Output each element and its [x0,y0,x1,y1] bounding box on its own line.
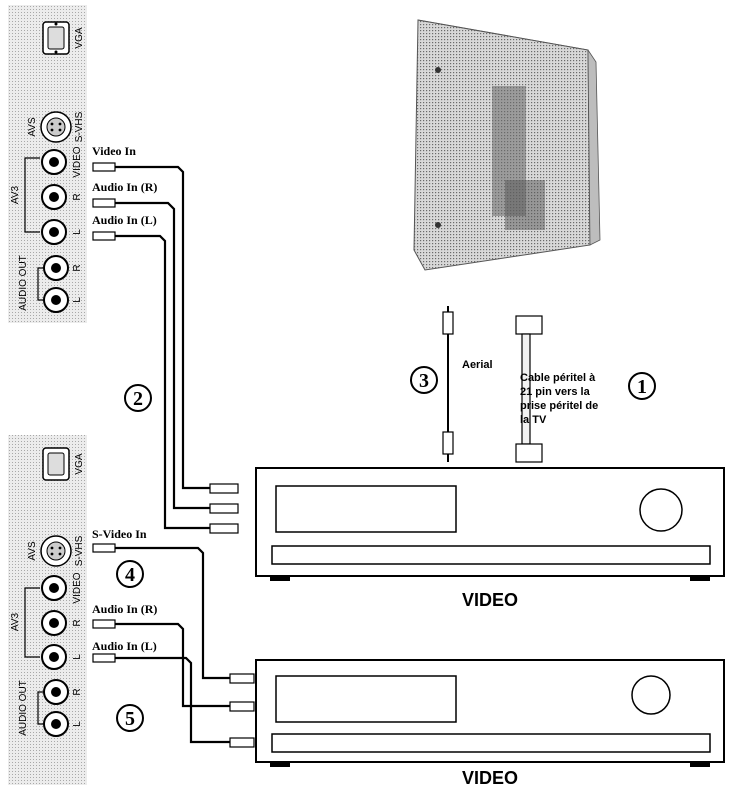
svhs-port-icon [40,535,72,567]
tv-connector-panel-top: VGA AVS S-VHS AV3 VIDEO R L [8,5,87,323]
wire-audio-l-top [92,231,210,530]
svhs-label: S-VHS [74,111,85,142]
callout-3: 3 [410,366,438,394]
audio-in-l-jack-icon [41,219,67,245]
video-in-jack-icon [41,575,67,601]
video-in-label: Video In [92,144,136,158]
avs-label: AVS [27,541,38,561]
audio-out-l-jack-icon [43,711,69,737]
wire-audio-r-top [92,198,210,510]
av3-label: AV3 [10,185,21,204]
tv-back-illustration [413,19,601,271]
svg-text:1: 1 [637,376,647,398]
video-label: VIDEO [72,146,83,177]
wire-audio-l-bottom [92,653,230,744]
audio-in-r-jack-icon [41,184,67,210]
wire-svideo-bottom [92,543,230,680]
vcr-2 [255,659,725,767]
vcr-1-label: VIDEO [462,590,518,610]
wire-audio-r-bottom [92,619,230,708]
av3-label: AV3 [10,612,21,631]
aerial-label: Aerial [462,359,493,371]
audio-in-r-label-bottom: Audio In (R) [92,602,157,616]
peritel-cable-icon [515,315,543,463]
callout-2: 2 [124,384,152,412]
video-in-jack-icon [41,149,67,175]
svg-text:2: 2 [133,388,143,410]
audio-out-label: AUDIO OUT [18,255,29,311]
svhs-port-icon [40,111,72,143]
audio-in-l-label-bottom: Audio In (L) [92,639,157,653]
audio-in-r-label: Audio In (R) [92,180,157,194]
vcr-2-label: VIDEO [462,768,518,788]
vga-port-icon [42,447,70,481]
l-label: L [72,654,83,660]
r-label: R [72,619,83,626]
peritel-label-line3: prise péritel de [520,400,598,412]
s-video-in-label: S-Video In [92,527,147,541]
vga-label: VGA [74,27,85,48]
wire-video-top [92,162,210,490]
avs-label: AVS [27,117,38,137]
audio-out-l-jack-icon [43,287,69,313]
peritel-label-line1: Cable péritel à [520,372,596,384]
svhs-label: S-VHS [74,535,85,566]
callout-1: 1 [628,372,656,400]
vcr-1 [255,467,725,581]
audio-out-r-label: R [72,688,83,695]
callout-5: 5 [116,704,144,732]
audio-out-r-label: R [72,264,83,271]
audio-out-r-jack-icon [43,679,69,705]
video-label: VIDEO [72,572,83,603]
l-label: L [72,229,83,235]
peritel-label-line2: 21 pin vers la [520,386,591,398]
audio-out-label: AUDIO OUT [18,680,29,736]
audio-out-r-jack-icon [43,255,69,281]
tv-connector-panel-bottom: VGA AVS S-VHS AV3 VIDEO R L AUDIO OUT [8,435,87,785]
vga-port-icon [42,21,70,55]
audio-in-l-label: Audio In (L) [92,213,157,227]
svg-text:4: 4 [125,564,135,586]
audio-in-r-jack-icon [41,610,67,636]
audio-in-l-jack-icon [41,644,67,670]
audio-out-l-label: L [72,297,83,303]
peritel-label-line4: la TV [520,414,547,426]
vga-label: VGA [74,453,85,474]
aerial-cable-icon [442,306,454,462]
r-label: R [72,193,83,200]
callout-4: 4 [116,560,144,588]
audio-out-l-label: L [72,721,83,727]
svg-text:5: 5 [125,708,135,730]
svg-text:3: 3 [419,370,429,392]
